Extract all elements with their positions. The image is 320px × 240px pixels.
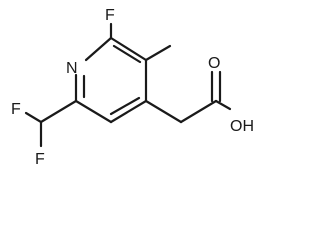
bond-c4-c5-double	[109, 96, 141, 116]
bond-chf2-f-top	[24, 111, 43, 124]
atom-label-f-chf2-bottom: F	[35, 151, 45, 168]
bond-c6-chf2	[39, 99, 78, 124]
methyl-bond	[144, 44, 172, 62]
bond-c5-c6	[74, 99, 113, 124]
bond-c2-c3	[109, 36, 148, 62]
atom-label-oh: OH	[230, 118, 254, 135]
bond-c4-ch2	[144, 99, 183, 124]
atom-label-o-carbonyl: O	[208, 55, 220, 72]
bond-ch2-c-carboxyl	[179, 99, 218, 124]
atom-label-f-ring: F	[105, 7, 115, 24]
bond-c2-n	[84, 36, 113, 62]
bond-c-oh	[214, 99, 232, 111]
bond-c4-c5	[109, 99, 148, 124]
atom-label-n-ring: N	[66, 60, 78, 77]
atom-label-f-chf2-top: F	[11, 101, 21, 118]
bond-c2-c3-double	[112, 44, 142, 64]
structure-canvas: F N F F O OH	[11, 7, 254, 168]
chemical-structure-drawing: F N F F O OH	[11, 7, 254, 168]
